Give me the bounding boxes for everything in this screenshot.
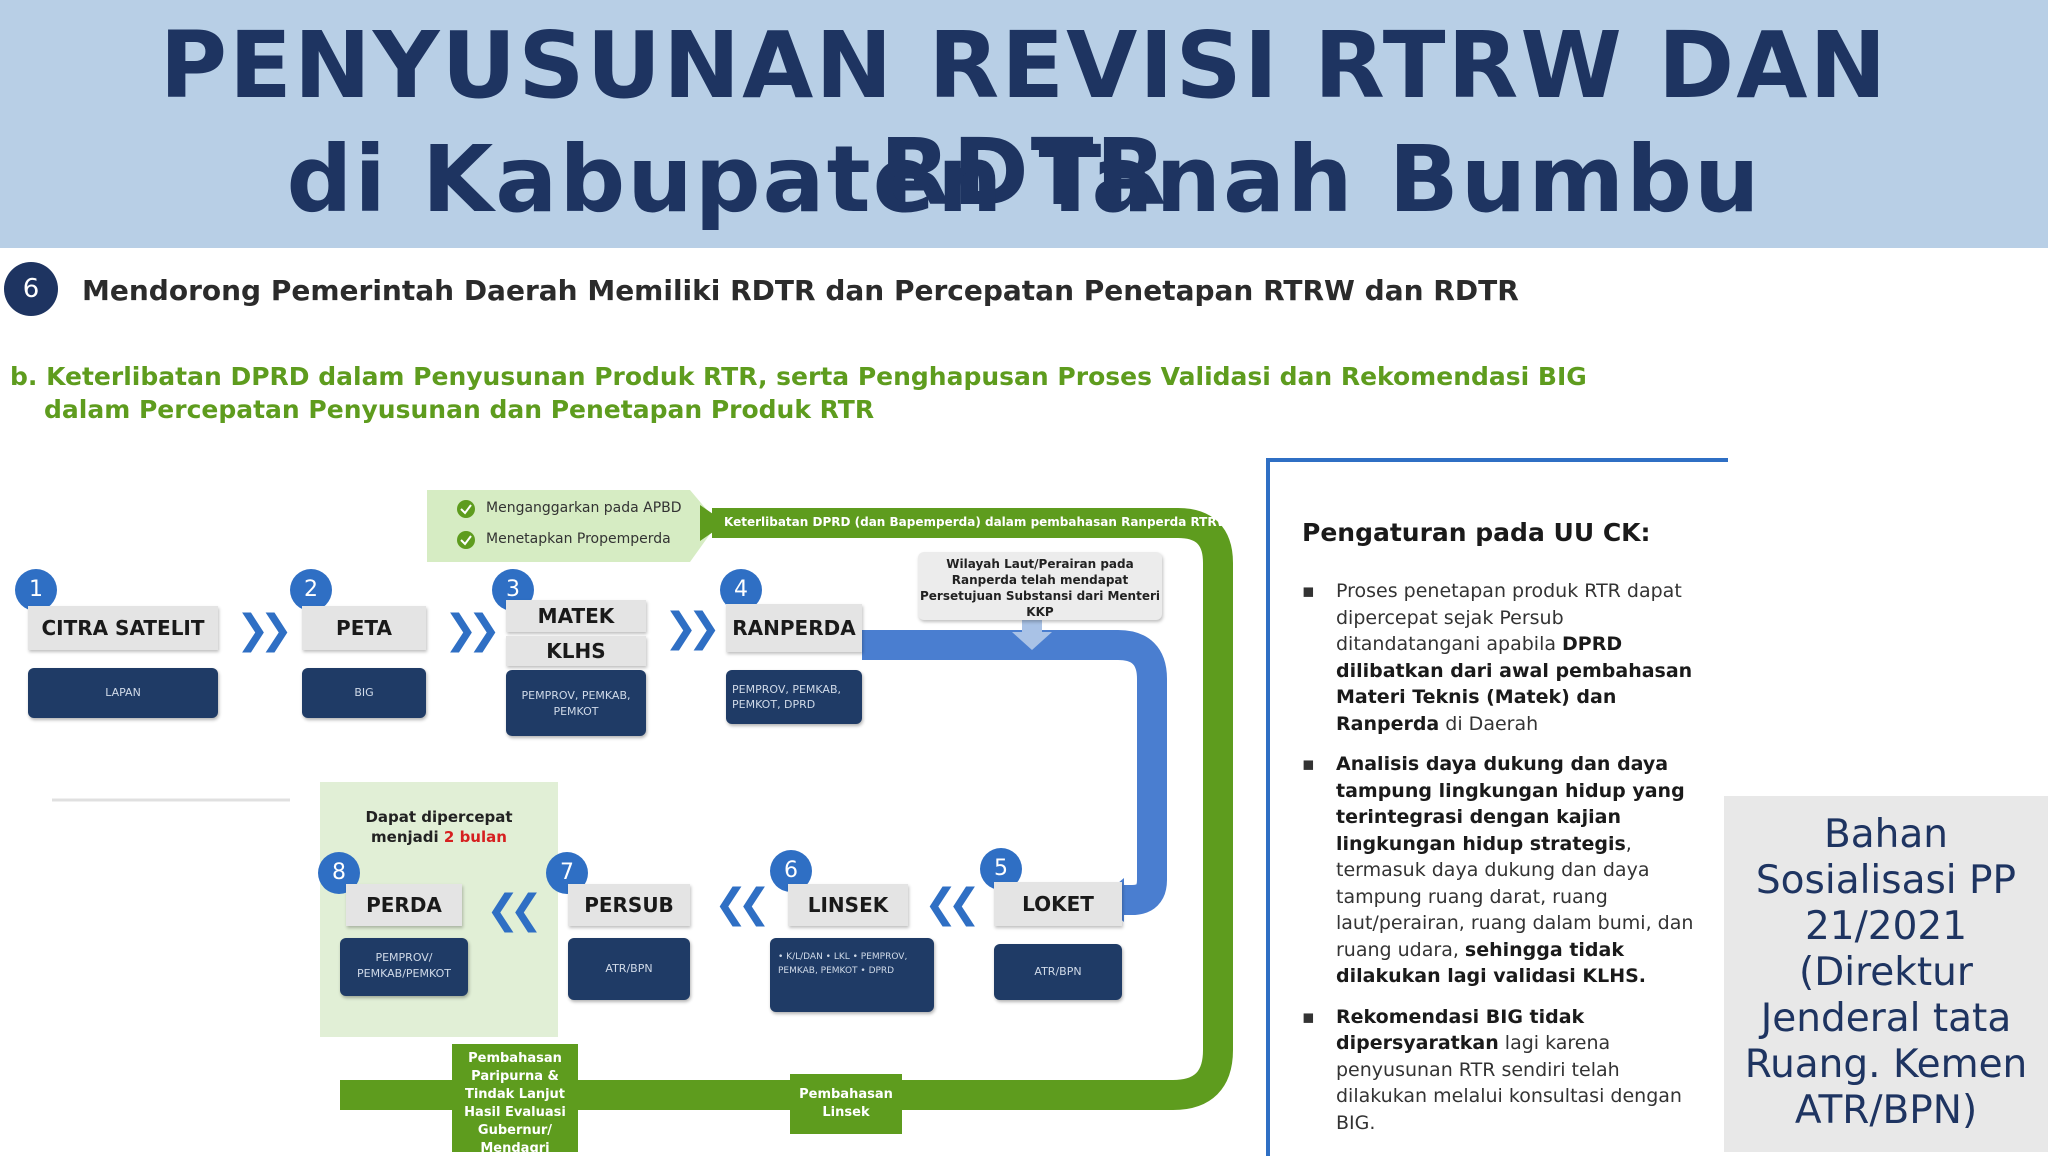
bullet-icon: ▪ xyxy=(1302,753,1315,775)
step-7-label: PERSUB xyxy=(568,884,690,926)
check-item-2: Menetapkan Propemperda xyxy=(486,531,671,547)
check-panel-arrow xyxy=(427,490,718,562)
green-arrow-label: Keterlibatan DPRD (dan Bapemperda) dalam… xyxy=(724,515,1230,529)
step-6-actor: • K/L/DAN • LKL • PEMPROV, PEMKAB, PEMKO… xyxy=(770,938,934,1012)
step-5-label: LOKET xyxy=(994,882,1122,926)
subtitle-line-1: b. Keterlibatan DPRD dalam Penyusunan Pr… xyxy=(10,362,1587,391)
item-2-text-c: sehingga tidak dilakukan lagi validasi K… xyxy=(1336,938,1646,988)
chevron-left-icon: ❮❮ xyxy=(486,887,543,933)
speedup-line-2a: menjadi xyxy=(371,828,444,846)
item-3-text-a: Rekomendasi BIG tidak dipersyaratkan xyxy=(1336,1005,1585,1055)
step-8-label: PERDA xyxy=(346,884,462,926)
regulation-list: ▪ Proses penetapan produk RTR dapat dipe… xyxy=(1302,578,1712,1150)
step-3-label-2: KLHS xyxy=(506,636,646,666)
section-title: Mendorong Pemerintah Daerah Memiliki RDT… xyxy=(82,274,1519,307)
step-6-label: LINSEK xyxy=(788,884,908,926)
regulation-item-2: ▪ Analisis daya dukung dan daya tampung … xyxy=(1302,751,1712,990)
step-3-label: MATEK RTRW xyxy=(506,600,646,660)
step-2-badge: 2 xyxy=(290,569,332,611)
regulation-item-1: ▪ Proses penetapan produk RTR dapat dipe… xyxy=(1302,578,1712,737)
page-title: PENYUSUNAN REVISI RTRW DAN RDTR xyxy=(159,12,1889,226)
green-box-linsek: Pembahasan Linsek xyxy=(790,1074,902,1134)
flow-diagram-graphics xyxy=(52,490,1233,1110)
step-5-actor: ATR/BPN xyxy=(994,944,1122,1000)
green-loop-arrow xyxy=(340,508,1233,1110)
bullet-icon: ▪ xyxy=(1302,580,1315,602)
step-2-label: PETA xyxy=(302,606,426,650)
item-1-text-a: Proses penetapan produk RTR dapat diperc… xyxy=(1336,580,1682,655)
note-box: Wilayah Laut/Perairan pada Ranperda tela… xyxy=(918,552,1162,620)
speedup-highlight-text: 2 bulan xyxy=(443,828,507,846)
chevron-left-icon: ❮❮ xyxy=(924,881,981,927)
green-box-paripurna: Pembahasan Paripurna & Tindak Lanjut Has… xyxy=(452,1044,578,1156)
chevron-left-icon: ❮❮ xyxy=(714,881,771,927)
step-1-label: CITRA SATELIT xyxy=(28,606,218,650)
chevron-right-icon: ❯❯ xyxy=(236,607,293,653)
side-note-text: Bahan Sosialisasi PP 21/2021 (Direktur J… xyxy=(1744,812,2028,1133)
step-4-label: RANPERDA xyxy=(726,604,862,652)
regulation-item-3: ▪ Rekomendasi BIG tidak dipersyaratkan l… xyxy=(1302,1004,1712,1137)
speedup-line-1: Dapat dipercepat xyxy=(365,808,513,826)
speedup-line-2: menjadi 2 bulan xyxy=(344,828,534,846)
item-1-text-c: di Daerah xyxy=(1439,712,1539,735)
step-1-badge: 1 xyxy=(15,569,57,611)
check-icon-1 xyxy=(457,500,475,518)
chevron-right-icon: ❯❯ xyxy=(444,607,501,653)
side-note-box xyxy=(1724,796,2048,1152)
step-8-badge: 8 xyxy=(318,852,360,894)
header-banner: PENYUSUNAN REVISI RTRW DAN RDTR di Kabup… xyxy=(0,0,2048,248)
note-down-arrow xyxy=(1012,616,1052,650)
check-icon-2 xyxy=(457,531,475,549)
blue-flow-arrow xyxy=(862,630,1167,915)
regulation-panel xyxy=(1266,458,1728,1156)
page-subtitle: di Kabupaten Tanah Bumbu xyxy=(286,126,1762,233)
item-2-text-a: Analisis daya dukung dan daya tampung li… xyxy=(1336,753,1685,855)
step-4-actor: PEMPROV, PEMKAB, PEMKOT, DPRD xyxy=(726,670,862,724)
chevron-right-icon: ❯❯ xyxy=(664,605,721,651)
item-1-text-b: DPRD dilibatkan dari awal pembahasan Mat… xyxy=(1336,633,1693,735)
item-2-text-b: , termasuk daya dukung dan daya tampung … xyxy=(1336,832,1694,961)
section-number-badge: 6 xyxy=(4,262,58,316)
bullet-icon: ▪ xyxy=(1302,1005,1315,1028)
step-1-actor: LAPAN xyxy=(28,668,218,718)
regulation-panel-title: Pengaturan pada UU CK: xyxy=(1302,518,1651,547)
green-arrowhead xyxy=(700,505,726,541)
step-2-actor: BIG xyxy=(302,668,426,718)
subtitle-line-2: dalam Percepatan Penyusunan dan Penetapa… xyxy=(44,395,875,424)
check-item-1: Menganggarkan pada APBD xyxy=(486,500,682,516)
step-8-actor: PEMPROV/ PEMKAB/PEMKOT xyxy=(340,938,468,996)
step-7-actor: ATR/BPN xyxy=(568,938,690,1000)
item-3-text-b: lagi karena penyusunan RTR sendiri telah… xyxy=(1336,1032,1682,1134)
step-3-actor: PEMPROV, PEMKAB, PEMKOT xyxy=(506,670,646,736)
